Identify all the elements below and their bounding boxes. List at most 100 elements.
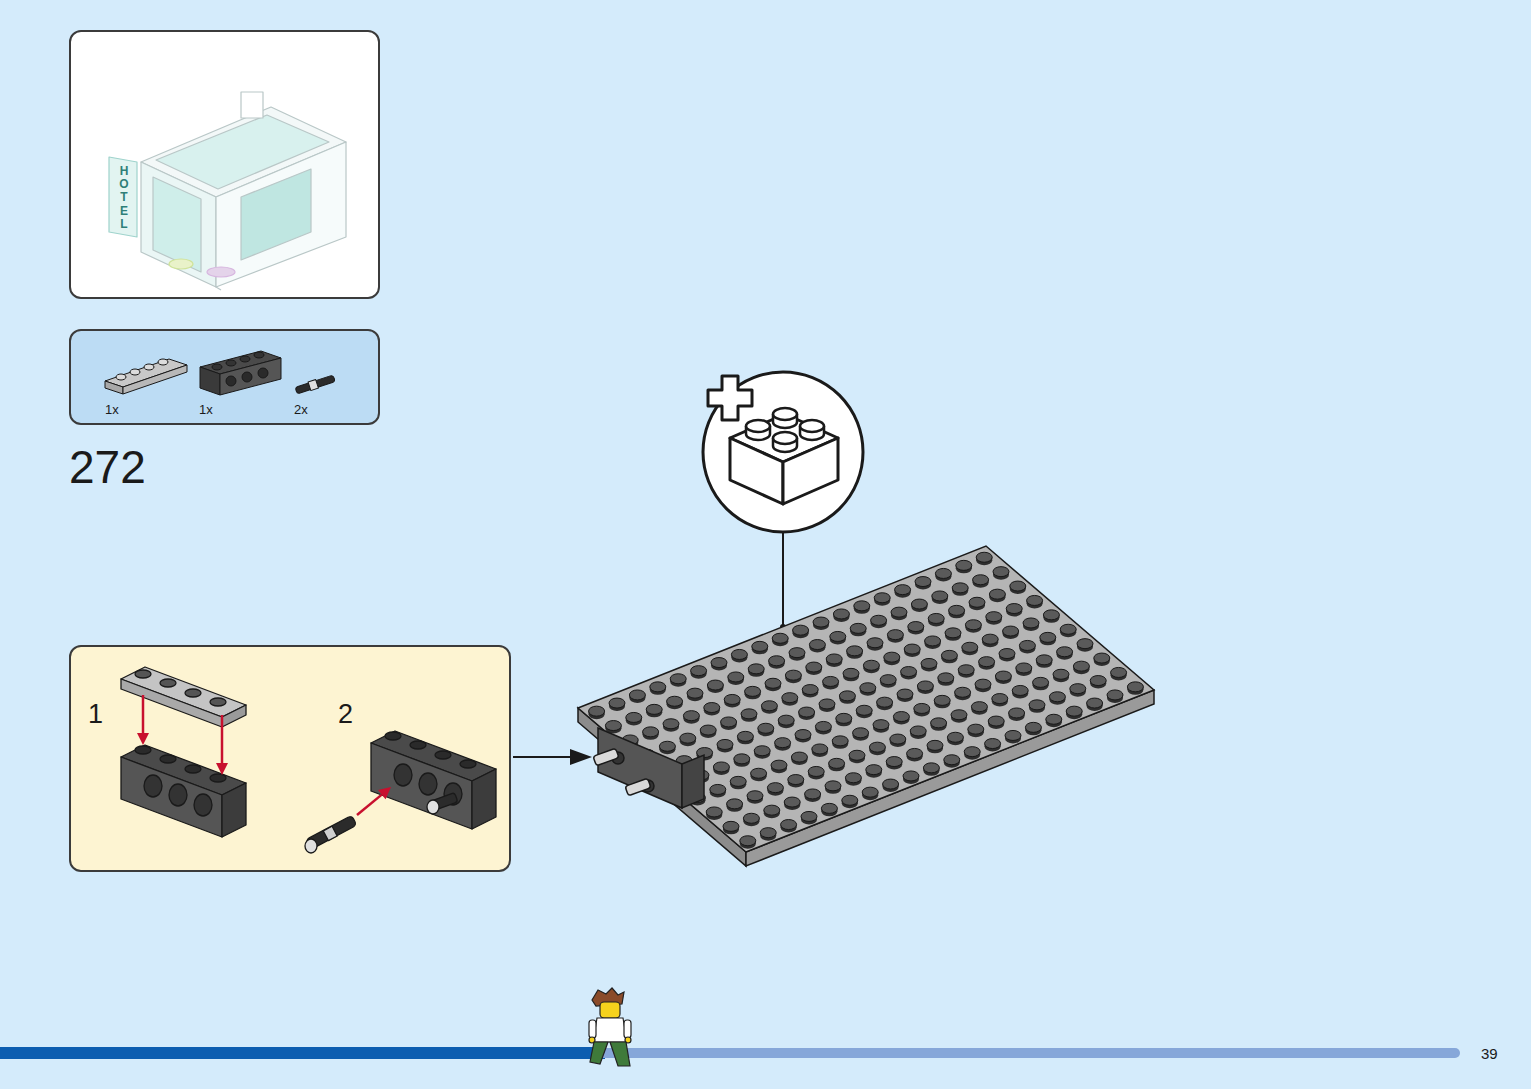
illustration-part bbox=[921, 658, 937, 668]
illustration-part bbox=[915, 577, 931, 587]
illustration-part bbox=[986, 612, 1002, 622]
illustration-part bbox=[1027, 595, 1043, 605]
illustration-part bbox=[1094, 653, 1110, 663]
illustration-part bbox=[578, 546, 1154, 852]
illustration-part bbox=[144, 364, 154, 370]
illustration-part bbox=[427, 800, 439, 814]
illustration-part bbox=[773, 432, 797, 444]
illustration-part bbox=[821, 803, 837, 813]
illustration-part bbox=[934, 695, 950, 705]
panel-illustration bbox=[71, 647, 513, 874]
illustration-part bbox=[713, 762, 729, 772]
illustration-part bbox=[105, 351, 335, 395]
illustration-part bbox=[116, 374, 126, 380]
illustration-part bbox=[222, 783, 246, 837]
illustration-part bbox=[962, 642, 978, 652]
illustration-part bbox=[908, 622, 924, 632]
illustration-part bbox=[105, 381, 123, 394]
illustration-part bbox=[109, 92, 346, 290]
illustration-part bbox=[137, 733, 149, 745]
illustration-part bbox=[850, 623, 866, 633]
illustration-part bbox=[789, 648, 805, 658]
illustration-part bbox=[965, 620, 981, 630]
illustration-part bbox=[221, 715, 224, 763]
illustration-part bbox=[605, 721, 621, 731]
illustration-part bbox=[813, 617, 829, 627]
illustration-part bbox=[863, 660, 879, 670]
illustration-part bbox=[982, 634, 998, 644]
illustration-part bbox=[724, 694, 740, 704]
illustration-part bbox=[825, 781, 841, 791]
illustration-part bbox=[169, 784, 187, 806]
step-panel: 1x1x2x bbox=[69, 329, 380, 425]
illustration-part bbox=[1087, 698, 1103, 708]
illustration-part bbox=[378, 787, 391, 799]
illustration-part bbox=[910, 726, 926, 736]
illustration-part bbox=[802, 685, 818, 695]
page-number: 39 bbox=[1481, 1045, 1498, 1062]
illustration-part bbox=[629, 690, 645, 700]
illustration-part bbox=[890, 734, 906, 744]
illustration-part bbox=[1029, 700, 1045, 710]
illustration-part bbox=[992, 694, 1008, 704]
illustration-part bbox=[758, 723, 774, 733]
illustration-part bbox=[460, 760, 476, 768]
illustration-part bbox=[806, 662, 822, 672]
illustration-part bbox=[771, 760, 787, 770]
illustration-part bbox=[123, 365, 187, 394]
substep-number: 1 bbox=[88, 699, 103, 730]
illustration-part bbox=[308, 380, 318, 391]
illustration-part bbox=[142, 695, 145, 733]
illustration-part bbox=[687, 688, 703, 698]
illustration-part bbox=[944, 755, 960, 765]
illustration-part bbox=[708, 376, 752, 420]
illustration-part bbox=[979, 657, 995, 667]
illustration-part bbox=[650, 682, 666, 692]
illustration-part bbox=[624, 1020, 631, 1038]
illustration-part bbox=[823, 676, 839, 686]
step-number: 272 bbox=[69, 440, 146, 494]
illustration-part bbox=[935, 568, 951, 578]
illustration-part bbox=[854, 601, 870, 611]
illustration-part bbox=[956, 560, 972, 570]
illustration-part bbox=[901, 667, 917, 677]
illustration-part bbox=[570, 749, 592, 765]
illustration-part bbox=[169, 259, 193, 269]
illustration-part bbox=[610, 1042, 630, 1066]
technic-brick-attached bbox=[593, 728, 704, 808]
illustration-part bbox=[925, 636, 941, 646]
illustration-part bbox=[952, 583, 968, 593]
illustration-part bbox=[1023, 618, 1039, 628]
illustration-part bbox=[216, 763, 228, 775]
illustration-part bbox=[1043, 610, 1059, 620]
illustration-part bbox=[185, 765, 201, 773]
illustration-part bbox=[194, 794, 212, 816]
panel-illustration bbox=[71, 32, 382, 301]
illustration-part bbox=[830, 631, 846, 641]
illustration-part bbox=[153, 177, 201, 272]
illustration-part bbox=[670, 674, 686, 684]
illustration-part bbox=[945, 628, 961, 638]
illustration-part bbox=[241, 169, 311, 260]
illustration-part bbox=[600, 1002, 620, 1018]
step-panel: HOTEL bbox=[69, 30, 380, 299]
illustration-part bbox=[747, 791, 763, 801]
illustration-part bbox=[472, 769, 496, 829]
illustration-part bbox=[1077, 639, 1093, 649]
illustration-part bbox=[842, 795, 858, 805]
illustration-part bbox=[200, 367, 220, 395]
illustration-part bbox=[839, 691, 855, 701]
illustration-part bbox=[371, 743, 472, 829]
illustration-part bbox=[815, 721, 831, 731]
illustration-part bbox=[853, 728, 869, 738]
illustration-part bbox=[593, 748, 619, 766]
illustration-part bbox=[999, 649, 1015, 659]
part-quantity: 1x bbox=[105, 402, 119, 417]
illustration-part bbox=[207, 267, 235, 277]
illustration-part bbox=[799, 707, 815, 717]
illustration-part bbox=[883, 779, 899, 789]
illustration-part bbox=[769, 656, 785, 666]
illustration-part bbox=[743, 813, 759, 823]
illustration-part bbox=[1003, 626, 1019, 636]
illustration-part bbox=[740, 836, 756, 846]
